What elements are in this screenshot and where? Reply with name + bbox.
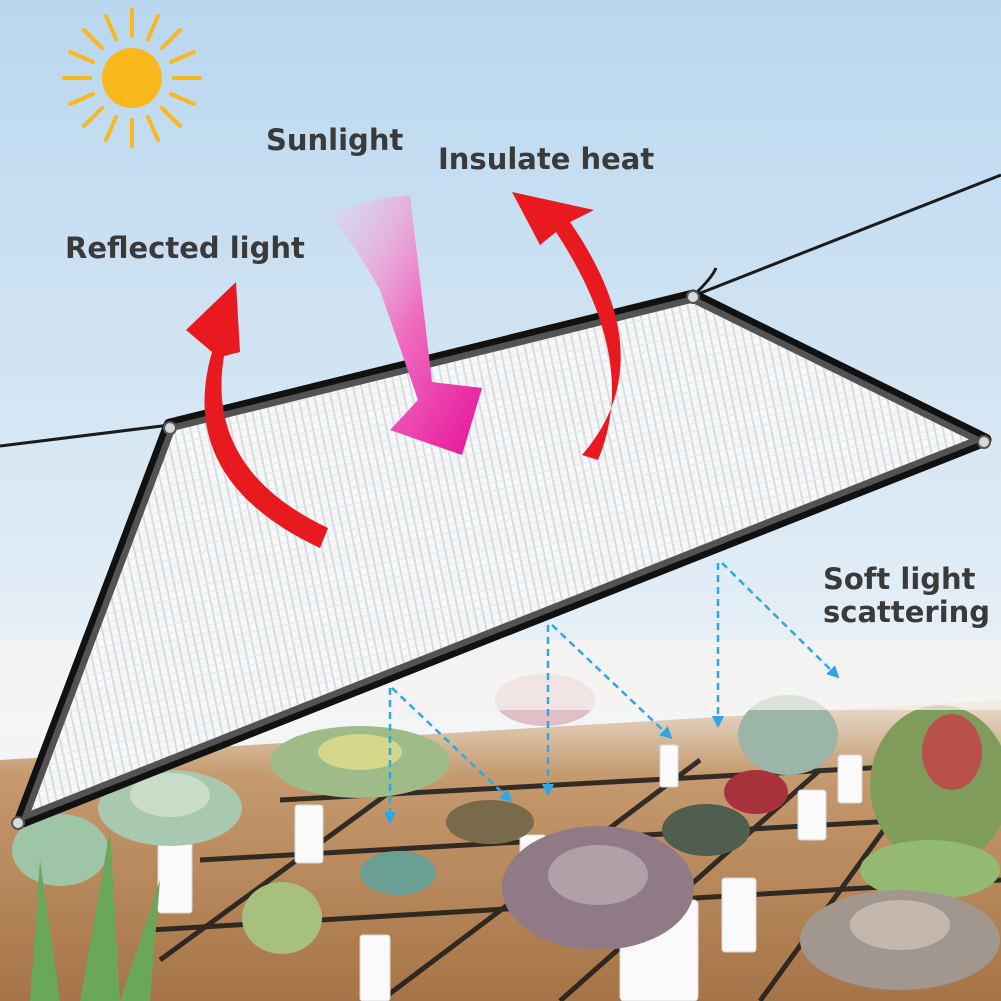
- sunlight-arrow-icon: [330, 195, 482, 455]
- soft-light-scattering-arrows-icon: [383, 562, 840, 825]
- shade-net-sheen: [20, 296, 985, 822]
- reflected-light-arrow-icon: [186, 282, 328, 548]
- metal-grommets: [11, 290, 991, 830]
- sunlight-label: Sunlight: [266, 123, 404, 157]
- sun-icon: [62, 8, 202, 148]
- insulate-heat-label: Insulate heat: [438, 142, 655, 176]
- insulate-heat-arrow-icon: [512, 192, 621, 460]
- reflected-light-label: Reflected light: [65, 231, 305, 265]
- soft-light-scattering-label: Soft light scattering: [823, 562, 991, 630]
- succulent-plants: [12, 674, 1001, 1001]
